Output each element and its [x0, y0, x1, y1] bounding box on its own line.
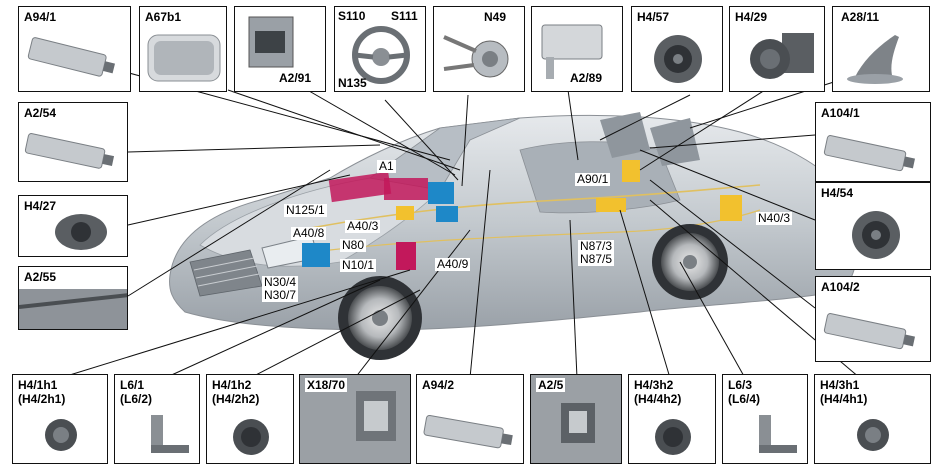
car-label-n30: N30/4 N30/7: [262, 275, 299, 302]
car-label-n87: N87/3 N87/5: [578, 239, 615, 266]
component-box-h4-57: H4/57: [631, 6, 723, 92]
component-box-h4-3h1: H4/3h1 (H4/4h1): [814, 374, 931, 464]
car-label-n125-1: N125/1: [284, 203, 327, 217]
module-label-n135: N135: [338, 76, 367, 90]
component-label: L6/3 (L6/4): [728, 378, 761, 406]
component-label: A28/11: [841, 10, 880, 24]
switch-label-s110: S110: [338, 9, 366, 23]
component-box-a2-5: A2/5: [530, 374, 622, 464]
component-label: A2/91: [279, 71, 312, 85]
component-label: L6/1 (L6/2): [120, 378, 153, 406]
switch-label-s111: S111: [391, 9, 418, 23]
component-box-h4-1h1: H4/1h1 (H4/2h1): [12, 374, 108, 464]
car-illustration: [169, 112, 860, 360]
car-label-n10-1: N10/1: [340, 258, 377, 272]
component-box-a67b1: A67b1: [139, 6, 227, 92]
component-label: A2/5: [536, 378, 566, 392]
component-box-a28-11: A28/11: [832, 6, 930, 92]
component-label: H4/57: [637, 10, 670, 24]
car-label-a1: A1: [377, 159, 396, 173]
component-label: H4/1h2 (H4/2h2): [212, 378, 260, 406]
car-label-n40-3: N40/3: [756, 211, 793, 225]
car-label-a40-3: A40/3: [345, 219, 381, 233]
component-box-a2-91: A2/91: [234, 6, 326, 92]
component-label: A2/89: [570, 71, 603, 85]
car-label-a90-1: A90/1: [575, 172, 611, 186]
component-box-l6-1: L6/1 (L6/2): [114, 374, 200, 464]
component-label: A2/54: [24, 106, 57, 120]
component-box-x18-70: X18/70: [299, 374, 411, 464]
component-label: H4/27: [24, 199, 57, 213]
component-box-h4-1h2: H4/1h2 (H4/2h2): [206, 374, 294, 464]
component-label: N49: [484, 10, 507, 24]
component-box-h4-3h2: H4/3h2 (H4/4h2): [628, 374, 716, 464]
component-label: H4/54: [821, 186, 854, 200]
component-label: X18/70: [305, 378, 348, 392]
component-label: A2/55: [24, 270, 57, 284]
component-box-steering: S110 S111 N135: [334, 6, 426, 92]
component-box-a94-2: A94/2: [416, 374, 524, 464]
car-label-n80: N80: [340, 238, 367, 252]
component-box-a94-1: A94/1: [18, 6, 131, 92]
component-box-l6-3: L6/3 (L6/4): [722, 374, 808, 464]
component-label: H4/3h2 (H4/4h2): [634, 378, 682, 406]
component-box-h4-54: H4/54: [815, 182, 931, 270]
component-label: A67b1: [145, 10, 182, 24]
component-label: H4/3h1 (H4/4h1): [820, 378, 868, 406]
component-box-n49: N49: [433, 6, 525, 92]
component-label: H4/29: [735, 10, 768, 24]
leader-lines: [59, 69, 861, 379]
component-box-a104-1: A104/1: [815, 102, 931, 182]
component-label: A104/1: [821, 106, 860, 120]
component-box-a2-55: A2/55: [18, 266, 128, 330]
component-label: A94/1: [24, 10, 57, 24]
component-box-a2-54: A2/54: [18, 102, 128, 182]
component-label: H4/1h1 (H4/2h1): [18, 378, 66, 406]
component-label: A104/2: [821, 280, 860, 294]
car-label-a40-9: A40/9: [435, 257, 471, 271]
component-label: A94/2: [422, 378, 455, 392]
component-box-h4-27: H4/27: [18, 195, 128, 257]
component-box-a2-89: A2/89: [531, 6, 623, 92]
component-box-a104-2: A104/2: [815, 276, 931, 362]
car-label-a40-8: A40/8: [291, 226, 327, 240]
component-box-h4-29: H4/29: [729, 6, 825, 92]
